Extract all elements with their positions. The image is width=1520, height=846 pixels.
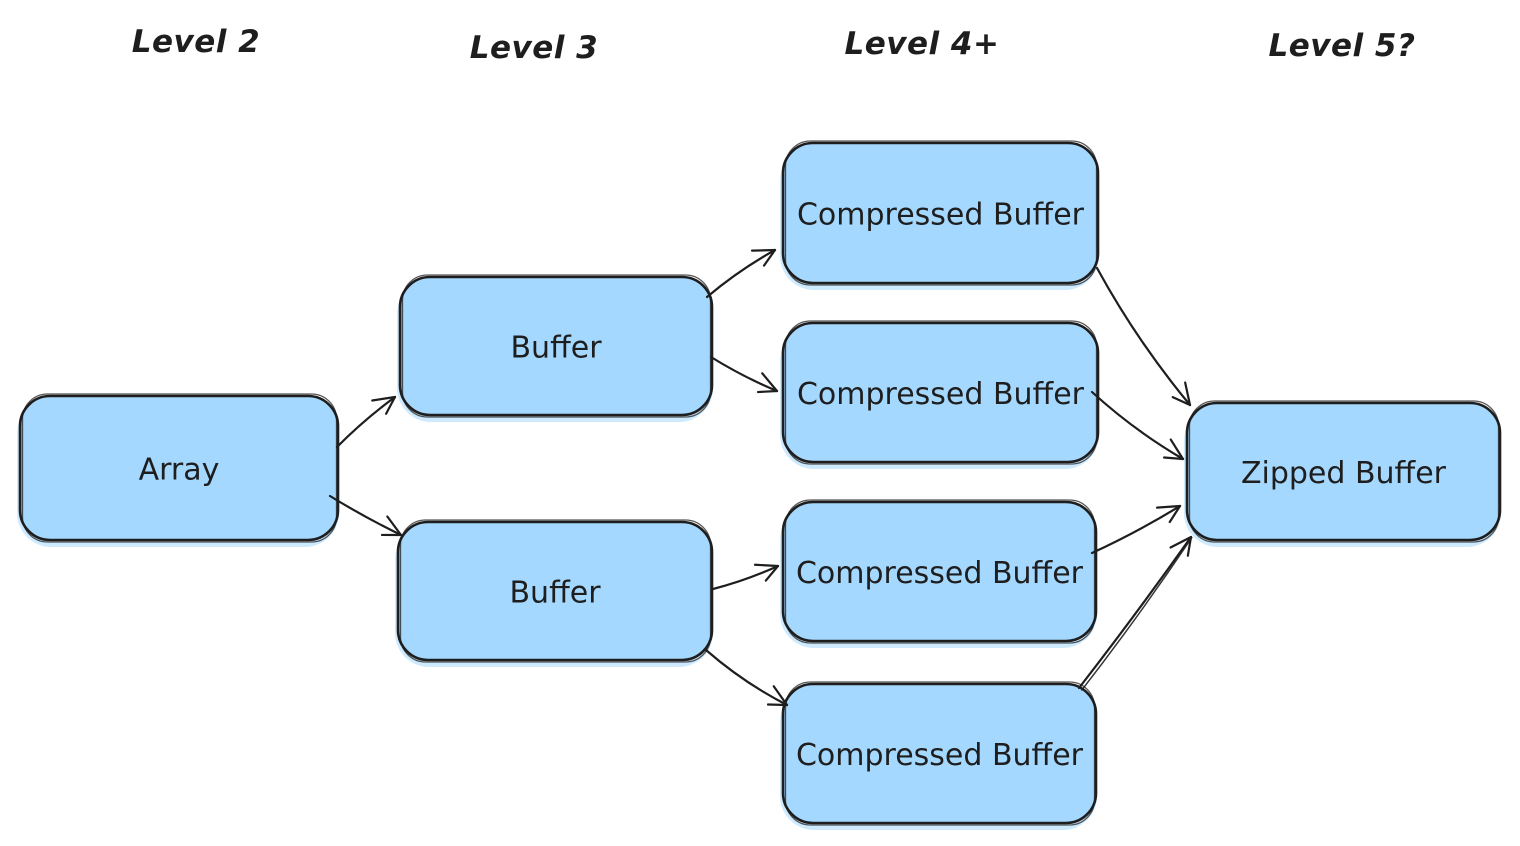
node-array: Array xyxy=(17,393,340,547)
arrow-array-to-buffer-top xyxy=(335,395,397,449)
node-label-buffer-top: Buffer xyxy=(510,331,602,366)
column-header-level-5: Level 5? xyxy=(1269,28,1416,64)
arrow-buffer-bottom-to-compressed-4 xyxy=(704,648,789,707)
arrow-compressed-1-to-zipped xyxy=(1095,266,1192,407)
node-compressed-2: Compressed Buffer xyxy=(780,320,1100,469)
arrow-buffer-top-to-compressed-1 xyxy=(705,248,777,299)
node-compressed-3: Compressed Buffer xyxy=(780,499,1098,648)
node-compressed-1: Compressed Buffer xyxy=(780,140,1100,290)
node-label-array: Array xyxy=(139,453,220,488)
arrow-buffer-top-to-compressed-2 xyxy=(709,355,779,394)
node-label-buffer-bottom: Buffer xyxy=(509,576,601,611)
node-buffer-bottom: Buffer xyxy=(395,519,714,667)
arrow-array-to-buffer-bottom xyxy=(328,494,403,537)
node-buffer-top: Buffer xyxy=(397,274,714,422)
arrow-buffer-bottom-to-compressed-3 xyxy=(711,563,780,591)
node-zipped: Zipped Buffer xyxy=(1184,400,1502,547)
column-header-level-4: Level 4+ xyxy=(845,26,1000,62)
node-label-compressed-4: Compressed Buffer xyxy=(796,738,1084,773)
arrow-compressed-4-to-zipped xyxy=(1077,535,1193,691)
column-header-level-3: Level 3 xyxy=(470,30,599,66)
arrow-compressed-3-to-zipped xyxy=(1090,504,1182,555)
node-label-zipped: Zipped Buffer xyxy=(1241,456,1447,491)
arrow-compressed-2-to-zipped xyxy=(1090,390,1185,461)
node-label-compressed-3: Compressed Buffer xyxy=(796,556,1084,591)
node-label-compressed-2: Compressed Buffer xyxy=(797,377,1085,412)
node-compressed-4: Compressed Buffer xyxy=(780,681,1098,830)
column-header-level-2: Level 2 xyxy=(132,24,261,60)
node-label-compressed-1: Compressed Buffer xyxy=(797,198,1085,233)
